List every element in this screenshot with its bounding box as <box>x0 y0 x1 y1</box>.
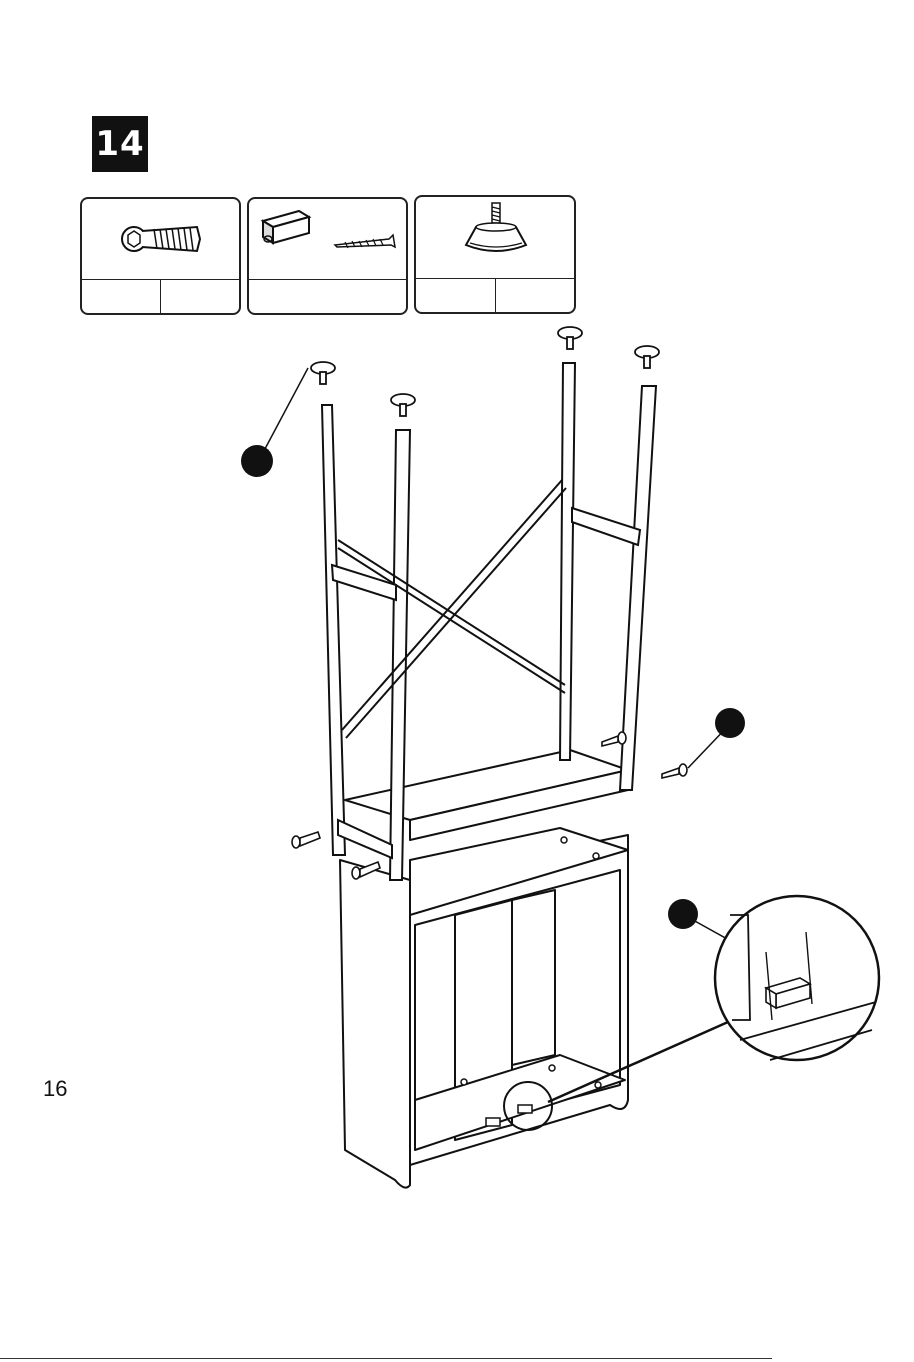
adjustable-foot-icon <box>635 346 659 368</box>
callout-dot-bolts <box>715 708 745 738</box>
bolt-icon <box>602 732 626 746</box>
bottom-rule <box>0 1358 772 1359</box>
divider-side <box>512 890 555 1065</box>
bolt-icon <box>292 832 320 848</box>
bolt-icon <box>662 764 687 778</box>
foot-group <box>311 327 659 416</box>
left-leg-frame <box>322 405 410 880</box>
adjustable-foot-icon <box>558 327 582 349</box>
callout-dot-magnetic-catch <box>668 899 698 929</box>
page-number: 16 <box>43 1076 67 1102</box>
adjustable-foot-icon <box>391 394 415 416</box>
cabinet-left-side <box>340 860 410 1188</box>
right-leg-frame <box>560 363 656 790</box>
cross-braces <box>338 480 566 738</box>
adjustable-foot-icon <box>311 362 335 384</box>
callout-dot-feet <box>241 445 273 477</box>
